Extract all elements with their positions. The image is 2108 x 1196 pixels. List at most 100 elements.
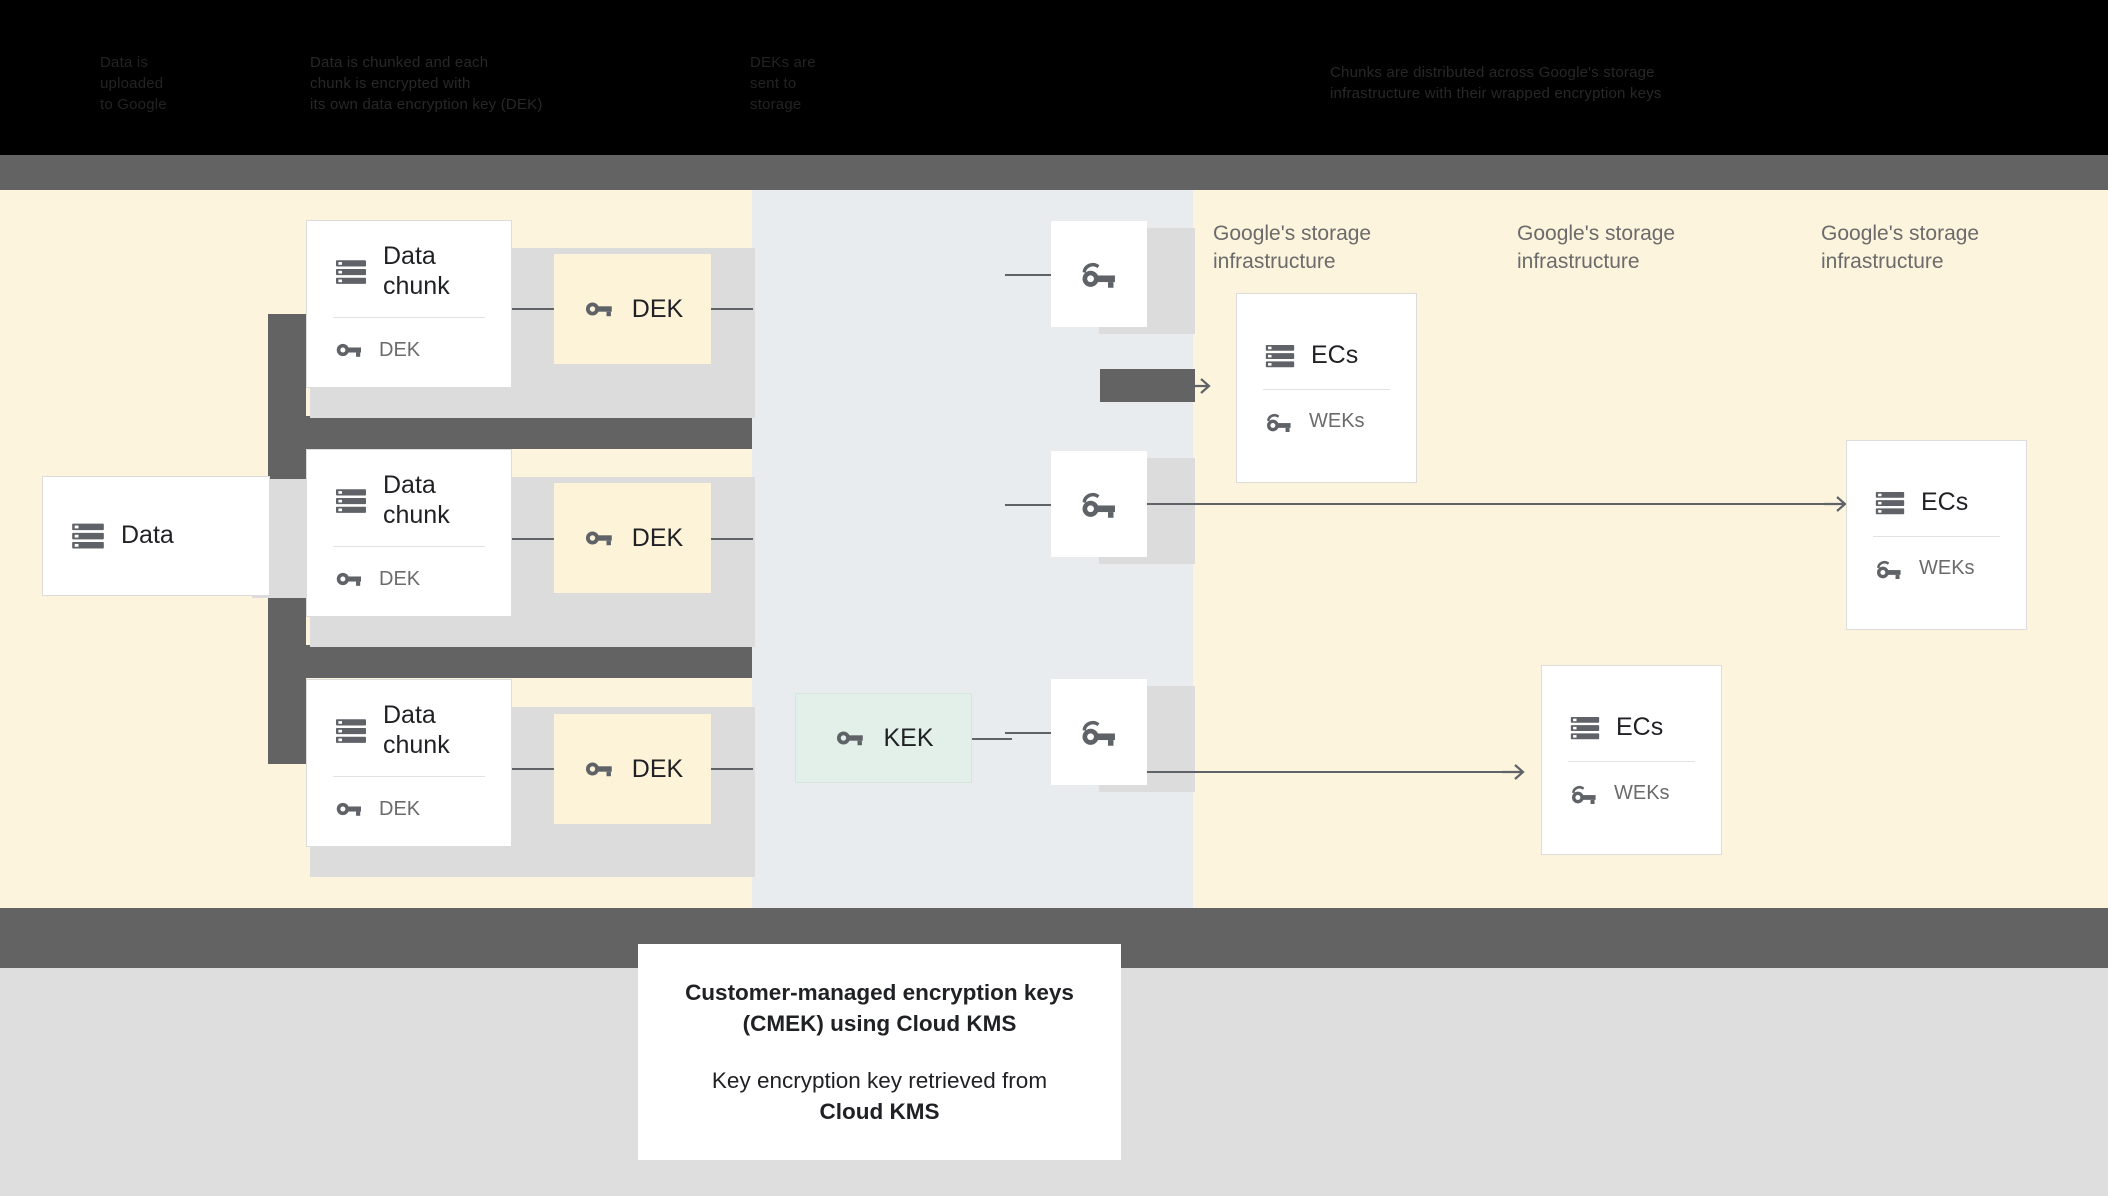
key-icon (582, 752, 616, 786)
chunk-3-main-row: Data chunk (307, 701, 511, 760)
key-icon (833, 721, 867, 755)
redacted-text-column-3: DEKs are sent to storage (750, 52, 816, 115)
chunk-2-label: Data chunk (383, 471, 450, 529)
caption-body-prefix: Key encryption key retrieved from (711, 1068, 1048, 1093)
caption-card: Customer-managed encryption keys (CMEK) … (638, 944, 1121, 1160)
redacted-line: Chunks are distributed across Google's s… (1330, 64, 1655, 81)
chunk-1-divider (333, 317, 485, 318)
chunk-1-label: Data chunk (383, 242, 450, 300)
keytile-wrapped-key-1[interactable] (1051, 221, 1147, 327)
keytile-wrapped-key-3[interactable] (1051, 679, 1147, 785)
keybox-dek-1[interactable]: DEK (554, 254, 711, 364)
redacted-line: Data is (100, 54, 149, 71)
ecs-3-key-row: WEKs (1542, 778, 1721, 810)
caption-body-bold: Cloud KMS (819, 1099, 940, 1125)
redacted-line: chunk is encrypted with (310, 75, 471, 92)
key-icon (582, 521, 616, 555)
storage-icon (1263, 339, 1297, 373)
storage-icon (333, 713, 369, 749)
zone-label-storage-2: Google's storage infrastructure (1517, 222, 1676, 273)
card-data-chunk-1[interactable]: Data chunk DEK (306, 220, 512, 388)
arrowhead-to-ecs-right (1822, 490, 1852, 518)
chunk-3-divider (333, 776, 485, 777)
ecs-2-key-label: WEKs (1919, 557, 1975, 579)
ecs-2-key-row: WEKs (1847, 553, 2026, 585)
connector-into-wrapped-3 (1005, 732, 1051, 734)
chunk-3-key-label: DEK (379, 797, 421, 820)
chunk-1-key-row: DEK (307, 334, 511, 366)
ecs-2-main-row: ECs (1847, 486, 2026, 520)
zone-label-storage-3: Google's storage infrastructure (1821, 222, 1980, 273)
connector-wrapped3-to-ecs-3 (1147, 771, 1517, 773)
key-icon (333, 793, 365, 825)
wrapped-key-icon (1568, 778, 1600, 810)
ecs-1-label: ECs (1311, 340, 1359, 369)
arrowhead-to-ecs-1 (1186, 372, 1216, 400)
chunk-2-key-label: DEK (379, 567, 421, 590)
wrapped-key-icon (1077, 252, 1121, 296)
redacted-text-column-4: Chunks are distributed across Google's s… (1330, 62, 1662, 104)
chunk-2-key-row: DEK (307, 563, 511, 595)
dek-1-label: DEK (631, 294, 684, 323)
ecs-1-divider (1263, 388, 1390, 390)
ecs-1-main-row: ECs (1237, 339, 1416, 373)
keybox-dek-2[interactable]: DEK (554, 483, 711, 593)
chunk-2-divider (333, 546, 485, 547)
fanout-bracket-arm-bottom (268, 645, 752, 678)
keytile-wrapped-key-2[interactable] (1051, 451, 1147, 557)
redacted-text-column-1: Data is uploaded to Google (100, 52, 167, 115)
ecs-3-divider (1568, 760, 1695, 762)
card-ecs-2[interactable]: ECs WEKs (1846, 440, 2027, 630)
top-obscured-banner: Data is uploaded to Google Data is chunk… (0, 0, 2108, 155)
arrowhead-to-ecs-3 (1500, 758, 1530, 786)
ecs-1-key-row: WEKs (1237, 406, 1416, 438)
redacted-line: to Google (100, 96, 167, 113)
header-band (0, 155, 2108, 190)
card-data-chunk-3[interactable]: Data chunk DEK (306, 679, 512, 847)
connector-into-wrapped-1 (1005, 274, 1051, 276)
redacted-line: its own data encryption key (DEK) (310, 96, 543, 113)
key-icon (333, 563, 365, 595)
ecs-3-label: ECs (1616, 712, 1664, 741)
diagram-canvas: Data Data chunk (0, 190, 2108, 908)
ecs-2-label: ECs (1921, 487, 1969, 516)
dek-3-label: DEK (631, 754, 684, 783)
connector-dek3-out (711, 768, 753, 770)
chunk-2-main-row: Data chunk (307, 471, 511, 530)
connector-dek1-out (711, 308, 753, 310)
ecs-2-divider (1873, 535, 2000, 537)
redacted-line: storage (750, 96, 802, 113)
wrapped-key-icon (1873, 553, 1905, 585)
storage-distribution-bar (1100, 369, 1195, 402)
redacted-line: uploaded (100, 75, 164, 92)
wrapped-key-icon (1077, 710, 1121, 754)
keybox-dek-3[interactable]: DEK (554, 714, 711, 824)
card-data-label: Data (121, 521, 174, 550)
card-ecs-1[interactable]: ECs WEKs (1236, 293, 1417, 483)
chunk-1-key-label: DEK (379, 338, 421, 361)
key-icon (333, 334, 365, 366)
chunk-1-main-row: Data chunk (307, 242, 511, 301)
card-data-row: Data (43, 517, 269, 555)
card-ecs-3[interactable]: ECs WEKs (1541, 665, 1722, 855)
ecs-3-key-label: WEKs (1614, 782, 1670, 804)
caption-title: Customer-managed encryption keys (CMEK) … (685, 979, 1074, 1036)
connector-kek-to-wrapped-2 (972, 738, 1012, 740)
zone-label-storage-1: Google's storage infrastructure (1213, 222, 1372, 273)
chunk-3-key-row: DEK (307, 793, 511, 825)
storage-icon (69, 517, 107, 555)
storage-icon (333, 483, 369, 519)
wrapped-key-icon (1263, 406, 1295, 438)
connector-wrapped2-to-ecs-right (1147, 503, 1841, 505)
keybox-kek[interactable]: KEK (795, 693, 972, 783)
card-data[interactable]: Data (42, 476, 270, 596)
connector-chunk1-to-dek1 (512, 308, 554, 310)
card-data-chunk-2[interactable]: Data chunk DEK (306, 449, 512, 617)
kek-label: KEK (883, 723, 934, 752)
fanout-bracket-arm-top (268, 416, 752, 449)
storage-icon (1873, 486, 1907, 520)
wrapped-key-icon (1077, 482, 1121, 526)
key-icon (582, 292, 616, 326)
connector-chunk2-to-dek2 (512, 538, 554, 540)
